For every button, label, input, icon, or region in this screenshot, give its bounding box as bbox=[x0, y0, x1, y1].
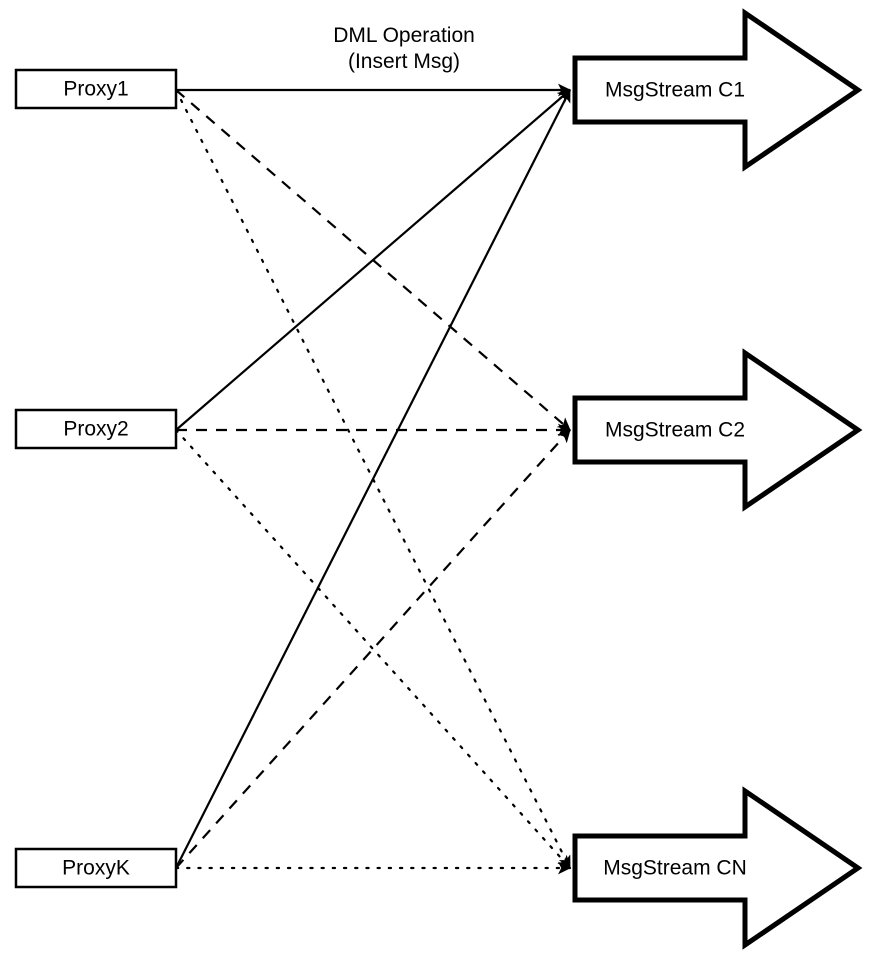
proxy-label-proxyk: ProxyK bbox=[62, 857, 130, 880]
proxy-label-proxy1: Proxy1 bbox=[63, 78, 128, 101]
link-line-solid[interactable] bbox=[175, 89, 571, 431]
stream-arrow-shape-c2[interactable] bbox=[572, 348, 863, 512]
proxy-box-proxy1[interactable] bbox=[14, 68, 178, 110]
links-layer bbox=[174, 83, 572, 875]
link-line-dashed[interactable] bbox=[175, 429, 571, 869]
stream-node-cn[interactable]: MsgStream CN bbox=[572, 786, 863, 950]
annotations-layer: DML Operation (Insert Msg) bbox=[333, 24, 475, 73]
link-line-solid[interactable] bbox=[175, 89, 571, 869]
link-proxyk-to-c1[interactable] bbox=[175, 89, 571, 869]
annotation-dml-label: DML Operation (Insert Msg) bbox=[333, 24, 475, 73]
proxy-label-proxy2: Proxy2 bbox=[63, 418, 128, 441]
proxy-node-proxy2[interactable]: Proxy2 bbox=[14, 408, 178, 450]
stream-arrow-shape-cn[interactable] bbox=[572, 786, 863, 950]
stream-arrow-shape-c1[interactable] bbox=[572, 8, 863, 172]
stream-node-c2[interactable]: MsgStream C2 bbox=[572, 348, 863, 512]
proxy-box-proxyk[interactable] bbox=[14, 847, 178, 889]
stream-node-c1[interactable]: MsgStream C1 bbox=[572, 8, 863, 172]
link-proxyk-to-c2[interactable] bbox=[175, 429, 571, 869]
streams-layer: MsgStream C1 MsgStream C2 MsgStream CN bbox=[572, 8, 863, 950]
proxy-node-proxy1[interactable]: Proxy1 bbox=[14, 68, 178, 110]
annotation-line2-dml-label: (Insert Msg) bbox=[348, 50, 460, 73]
link-proxy2-to-c1[interactable] bbox=[175, 89, 571, 431]
stream-label-c1: MsgStream C1 bbox=[605, 79, 745, 102]
stream-label-cn: MsgStream CN bbox=[603, 857, 747, 880]
proxy-node-proxyk[interactable]: ProxyK bbox=[14, 847, 178, 889]
annotation-line1-dml-label: DML Operation bbox=[333, 24, 475, 47]
proxy-box-proxy2[interactable] bbox=[14, 408, 178, 450]
stream-label-c2: MsgStream C2 bbox=[605, 419, 745, 442]
